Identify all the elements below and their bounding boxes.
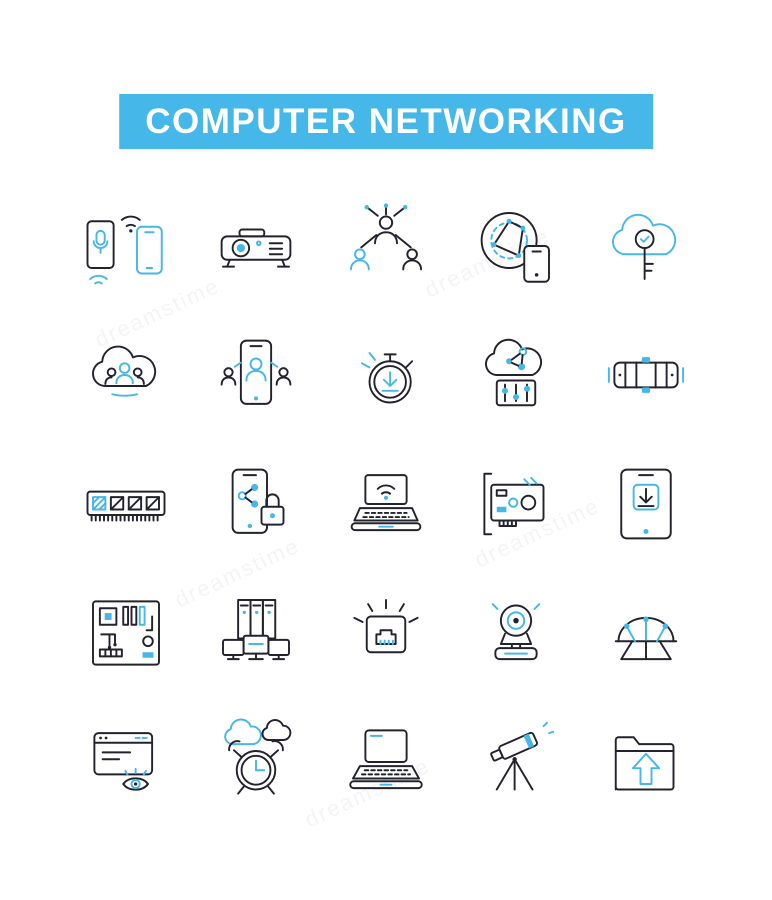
- expansion-card-icon: [451, 454, 581, 554]
- server-module-icon: [581, 325, 711, 425]
- ethernet-port-icon: [321, 583, 451, 683]
- laptop-wifi-icon: [321, 454, 451, 554]
- ram-memory-icon: [61, 454, 191, 554]
- browser-eye-icon: [61, 712, 191, 812]
- projector-icon: [191, 196, 321, 296]
- video-call-phone-icon: [191, 325, 321, 425]
- user-network-icon: [321, 196, 451, 296]
- title-banner: COMPUTER NETWORKING: [119, 94, 653, 149]
- laptop-icon: [321, 712, 451, 812]
- cloud-network-sliders-icon: [451, 325, 581, 425]
- tablet-download-icon: [581, 454, 711, 554]
- global-network-tablet-icon: [451, 196, 581, 296]
- webcam-icon: [451, 583, 581, 683]
- icon-grid: [61, 196, 711, 812]
- network-device-icon: [581, 583, 711, 683]
- cloud-users-icon: [61, 325, 191, 425]
- motherboard-icon: [61, 583, 191, 683]
- cloud-key-icon: [581, 196, 711, 296]
- telescope-icon: [451, 712, 581, 812]
- download-timer-icon: [321, 325, 451, 425]
- alarm-clouds-icon: [191, 712, 321, 812]
- mobile-devices-wifi-icon: [61, 196, 191, 296]
- server-monitors-icon: [191, 583, 321, 683]
- phone-share-lock-icon: [191, 454, 321, 554]
- folder-upload-icon: [581, 712, 711, 812]
- page-title: COMPUTER NETWORKING: [145, 102, 627, 141]
